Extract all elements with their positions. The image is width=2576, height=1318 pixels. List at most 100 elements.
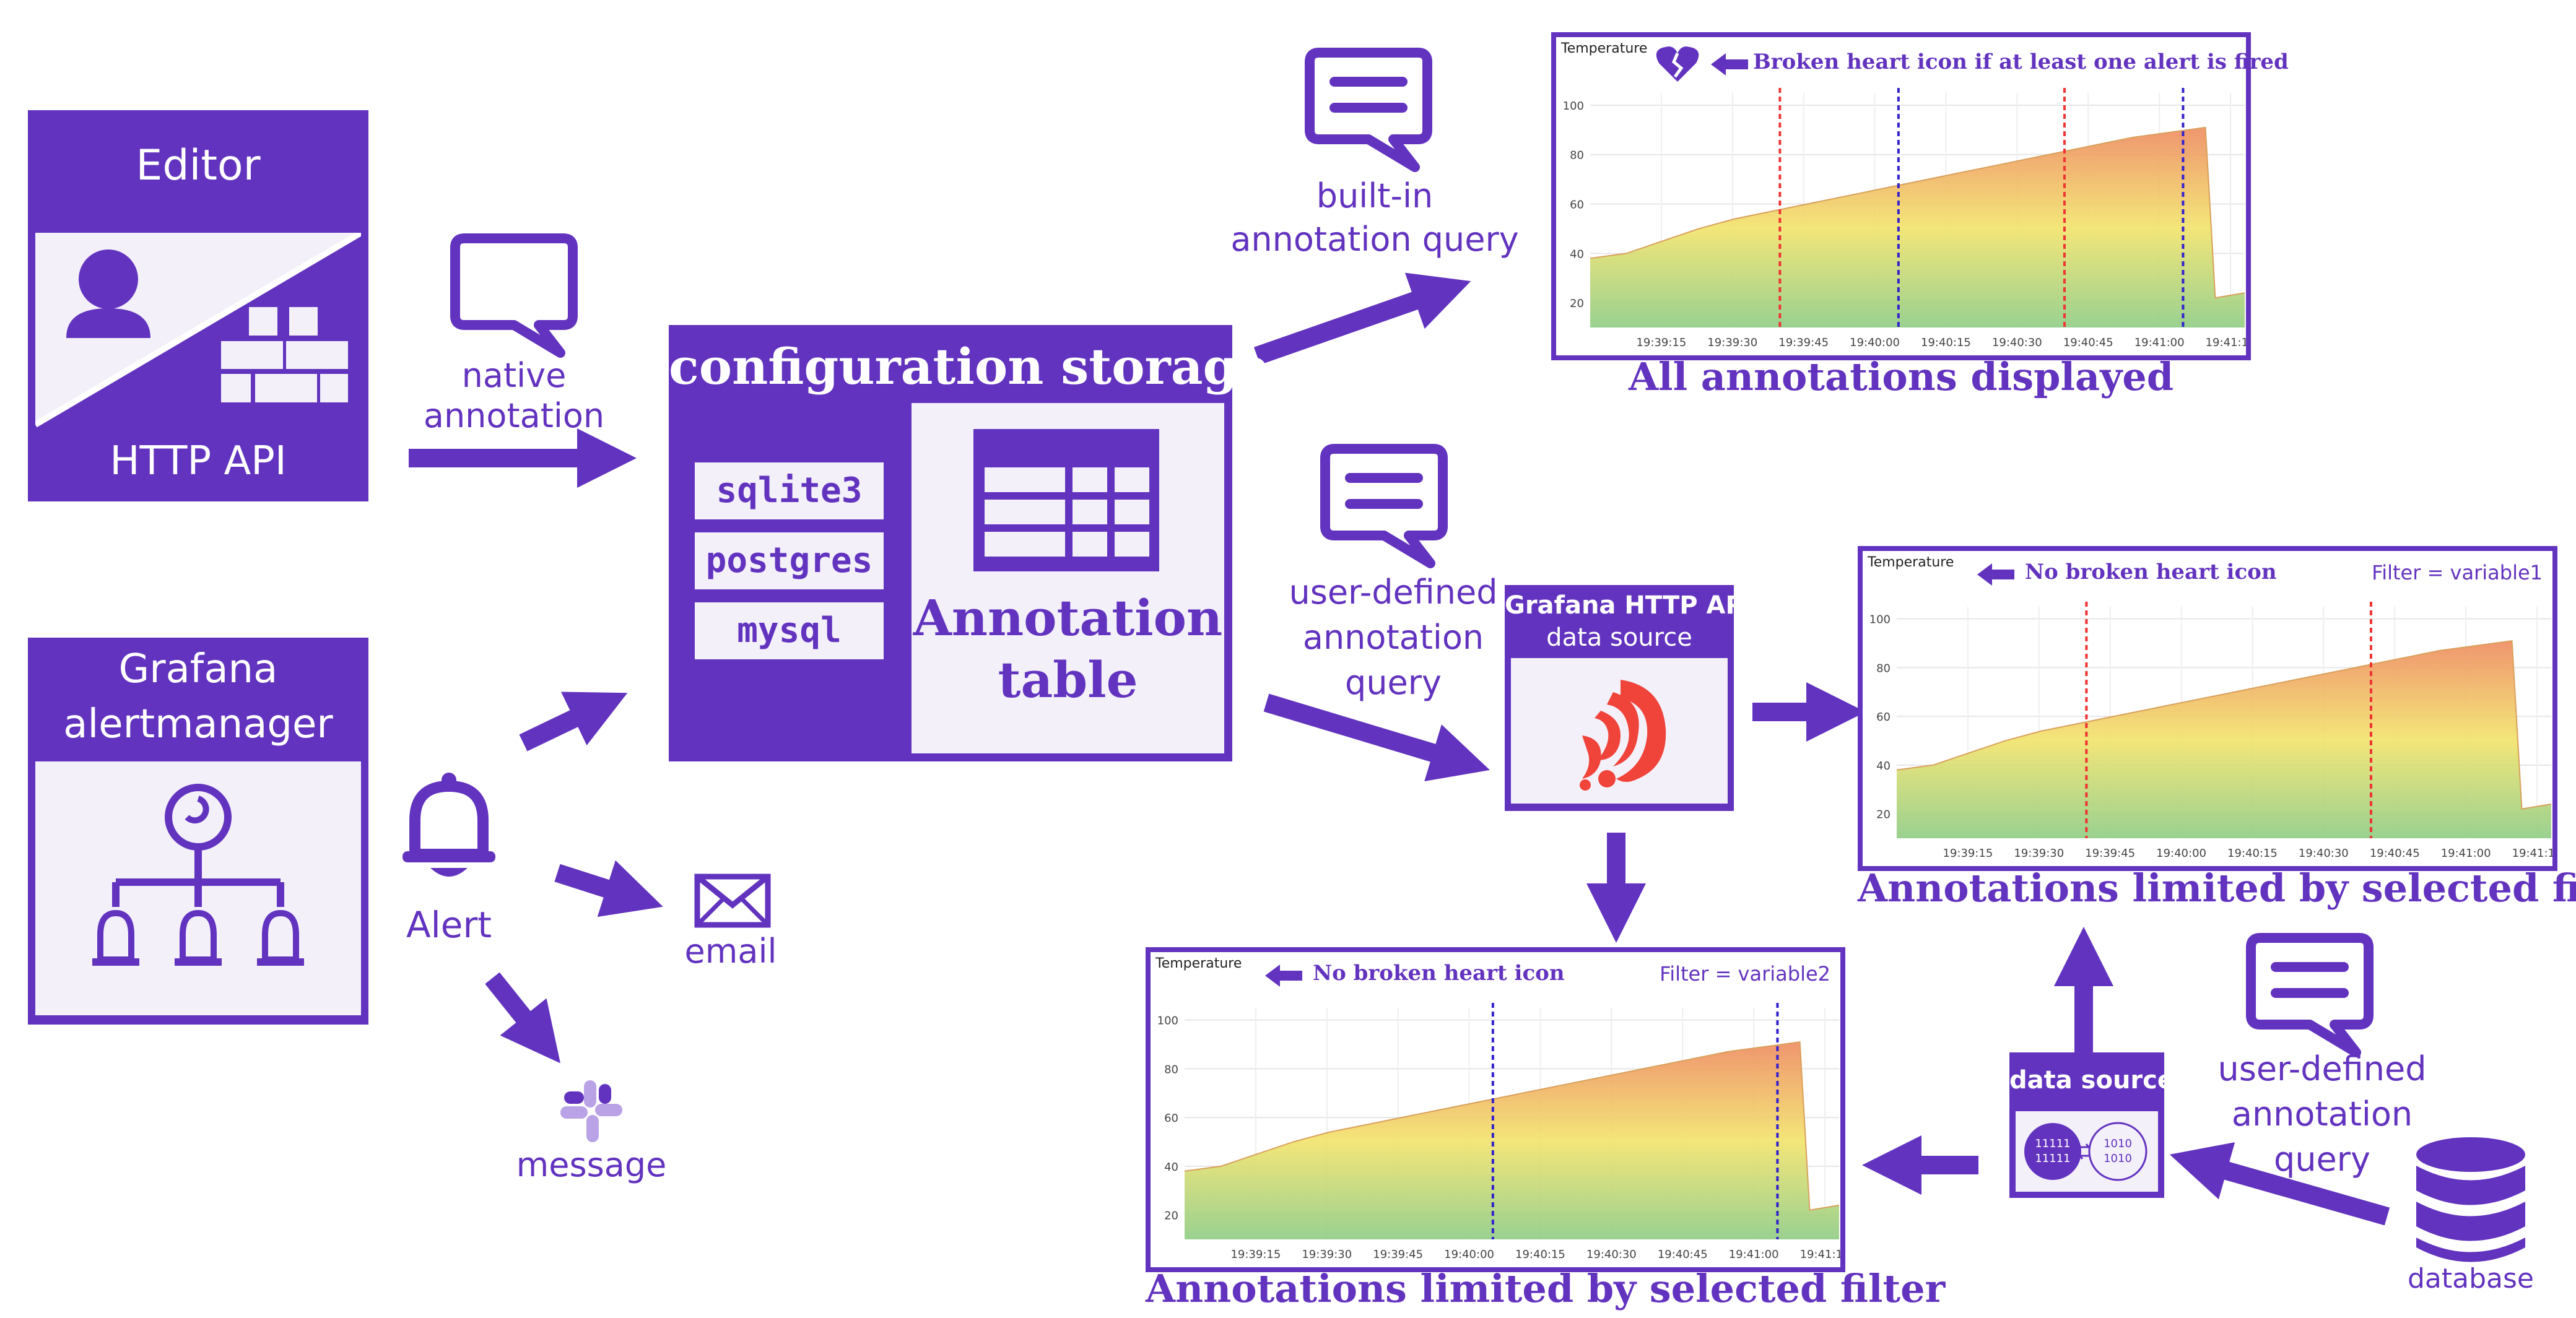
datasource-binary-icon: 11111 11111 1010 1010: [2024, 1122, 2147, 1181]
db-sqlite3: sqlite3: [695, 462, 884, 519]
x-tick-label: 19:41:00: [2134, 336, 2185, 349]
configuration-storage-box: configuration storage sqlite3 postgres m…: [669, 325, 1269, 761]
y-tick-label: 100: [1869, 613, 1891, 626]
x-tick-label: 19:40:30: [1992, 336, 2042, 349]
y-tick-label: 20: [1164, 1210, 1178, 1223]
db-postgres: postgres: [695, 532, 884, 589]
chart-bottom-caption: Annotations limited by selected filter: [1146, 1266, 1946, 1311]
alert-tree-icon: [92, 784, 304, 966]
bricks-icon: [221, 307, 348, 402]
y-tick-label: 80: [1876, 662, 1891, 675]
x-tick-label: 19:40:00: [1444, 1248, 1494, 1261]
annotation-table-panel: Annotation table: [912, 403, 1224, 753]
temperature-area: [1185, 1042, 1839, 1239]
user-query-1-label-2: annotation: [1302, 618, 1484, 657]
x-tick-label: 19:39:15: [1636, 336, 1686, 349]
user-query-1-label-1: user-defined: [1289, 573, 1498, 612]
grafana-api-ds-label-1: Grafana HTTP API: [1505, 591, 1753, 620]
editor-illustration: [33, 230, 363, 537]
alert-label: Alert: [406, 904, 492, 946]
x-tick-label: 19:40:00: [1850, 336, 1900, 349]
temperature-line: [1896, 639, 2552, 810]
editor-subtitle: HTTP API: [110, 438, 287, 484]
user-icon: [66, 249, 150, 338]
user-query-comment-icon-1: [1320, 444, 1448, 568]
chart-top-note: Broken heart icon if at least one alert …: [1753, 50, 2289, 74]
x-tick-label: 19:40:00: [2156, 847, 2206, 860]
chart-bottom-filter: Filter = variable2: [1660, 962, 1830, 986]
arrow-database-to-datasource: [2169, 1142, 2390, 1226]
user-query-2-label-1: user-defined: [2217, 1049, 2427, 1088]
x-tick-label: 19:40:30: [2299, 847, 2349, 860]
chart-right-caption: Annotations limited by selected filter: [1858, 865, 2576, 911]
y-tick-label: 60: [1164, 1112, 1178, 1125]
x-tick-label: 19:39:30: [2014, 847, 2064, 860]
temperature-line: [1590, 126, 2245, 299]
svg-text:1010: 1010: [2104, 1137, 2132, 1150]
table-grid-icon: [973, 429, 1159, 571]
note-arrow-left-icon: [1711, 53, 1748, 76]
alert-bell-icon: [402, 773, 495, 877]
y-tick-label: 100: [1563, 100, 1584, 113]
svg-text:11111: 11111: [2035, 1152, 2070, 1165]
builtin-query-label-1: built-in: [1316, 176, 1434, 215]
x-tick-label: 19:40:15: [1921, 336, 1971, 349]
db-mysql: mysql: [695, 602, 884, 659]
x-tick-label: 19:40:15: [2227, 847, 2278, 860]
x-tick-label: 19:39:15: [1230, 1248, 1281, 1261]
email-label: email: [684, 932, 777, 971]
editor-title: Editor: [136, 141, 261, 190]
alertmanager-title-1: Grafana: [118, 646, 278, 692]
x-tick-label: 19:41:15: [2512, 847, 2552, 860]
builtin-query-label-2: annotation query: [1230, 220, 1519, 259]
x-tick-label: 19:41:15: [1800, 1248, 1840, 1261]
chart-right-note: No broken heart icon: [2025, 560, 2277, 584]
user-query-1-label-3: query: [1345, 663, 1442, 702]
x-tick-label: 19:40:30: [1586, 1248, 1637, 1261]
svg-text:11111: 11111: [2035, 1137, 2070, 1150]
chart-right-legend: Temperature: [1868, 555, 1954, 570]
alertmanager-title-2: alertmanager: [63, 701, 333, 747]
note-arrow-left-icon: [1265, 965, 1302, 987]
y-tick-label: 80: [1570, 149, 1584, 162]
y-tick-label: 40: [1164, 1161, 1178, 1174]
y-tick-label: 20: [1570, 297, 1584, 310]
y-tick-label: 60: [1876, 711, 1891, 724]
database-cylinder-icon: [2416, 1137, 2525, 1262]
shell-logo-icon: [1580, 680, 1666, 791]
user-query-2-label-3: query: [2274, 1140, 2370, 1179]
x-tick-label: 19:39:45: [1778, 336, 1829, 349]
x-tick-label: 19:39:45: [1373, 1248, 1423, 1261]
x-tick-label: 19:41:15: [2206, 336, 2246, 349]
chart-bottom-legend: Temperature: [1155, 956, 1242, 971]
note-arrow-left-icon: [1977, 563, 2014, 586]
annotation-table-label-1: Annotation: [913, 589, 1223, 647]
y-tick-label: 100: [1157, 1015, 1178, 1028]
builtin-query-comment-icon: [1305, 48, 1432, 172]
x-tick-label: 19:39:45: [2085, 847, 2135, 860]
database-label: database: [2408, 1263, 2534, 1294]
temperature-line: [1184, 1041, 1840, 1211]
alertmanager-illustration: [35, 761, 361, 1015]
x-tick-label: 19:41:00: [1729, 1248, 1779, 1261]
x-tick-label: 19:40:45: [1658, 1248, 1708, 1261]
native-annotation-label-1: native: [461, 356, 567, 395]
grafana-api-datasource-box: Grafana HTTP API data source: [1505, 585, 1753, 811]
arrow-alertmanager-to-storage: [519, 692, 628, 752]
y-tick-label: 20: [1876, 809, 1891, 822]
datasource-title: data source: [2009, 1066, 2174, 1095]
chart-right-filter: Filter = variable1: [2372, 561, 2543, 584]
message-label: message: [516, 1145, 667, 1184]
editor-box: Editor HTTP API: [28, 110, 368, 501]
datasource-panel: 11111 11111 1010 1010: [2016, 1111, 2158, 1192]
y-tick-label: 60: [1570, 199, 1584, 212]
email-envelope-icon: [694, 874, 771, 928]
grafana-api-ds-logo-panel: [1511, 658, 1728, 804]
datasource-box: data source 11111 11111 1010 1010: [2009, 1052, 2174, 1198]
y-tick-label: 40: [1876, 760, 1891, 773]
